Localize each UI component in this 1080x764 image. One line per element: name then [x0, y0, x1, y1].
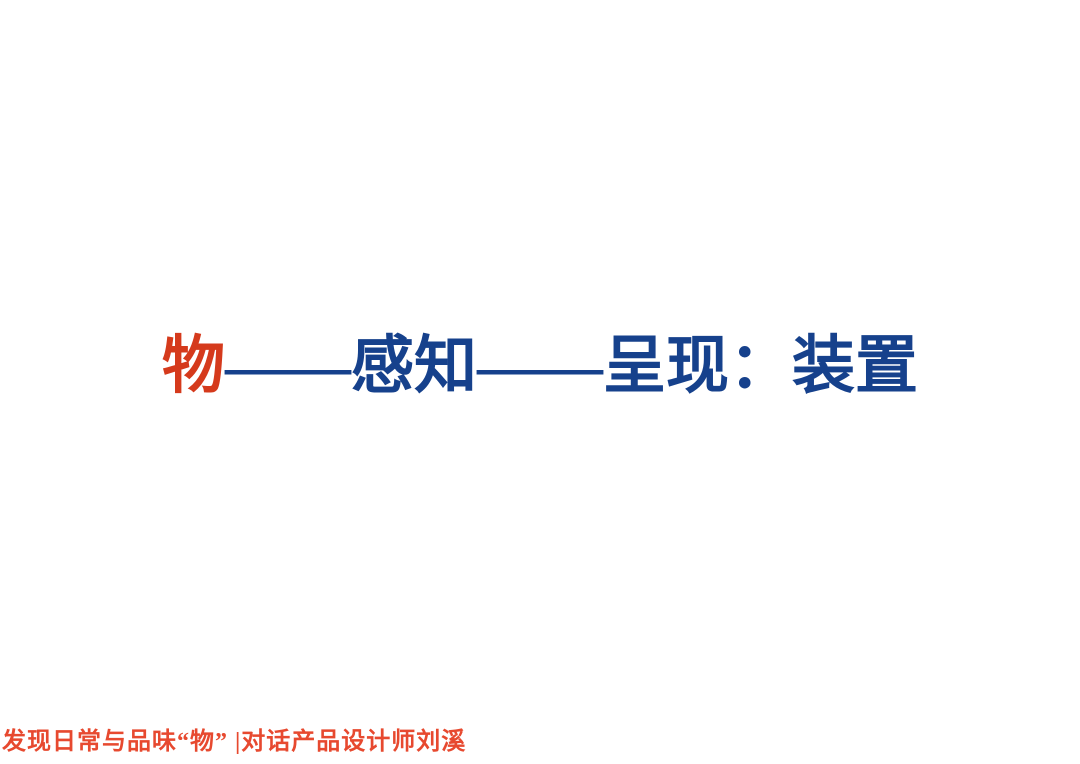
title-rest-text: ——感知——呈现：装置: [225, 331, 918, 401]
footer-caption: 发现日常与品味“物” |对话产品设计师刘溪: [2, 729, 467, 755]
slide-title: 物——感知——呈现：装置: [0, 331, 1080, 401]
title-highlight-word: 物: [162, 331, 225, 401]
